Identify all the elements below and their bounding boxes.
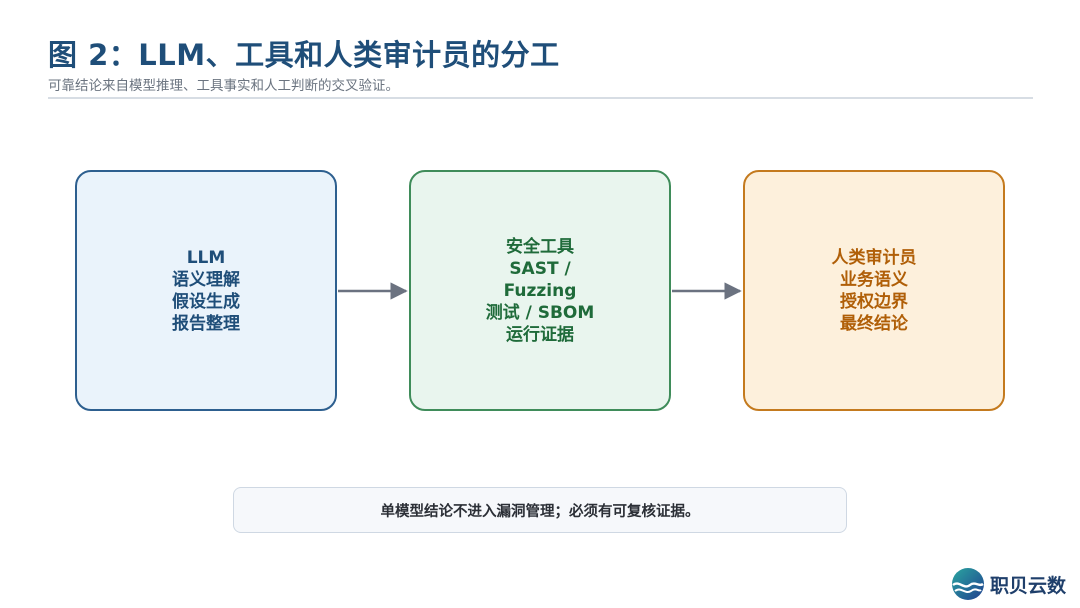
human-box-line: 人类审计员 — [831, 247, 917, 268]
tools-box-line: 安全工具 — [506, 236, 574, 257]
page-title: 图 2：LLM、工具和人类审计员的分工 — [48, 38, 560, 72]
note-box: 单模型结论不进入漏洞管理；必须有可复核证据。 — [233, 487, 847, 533]
human-box-line: 授权边界 — [840, 291, 908, 312]
human-auditor-box: 人类审计员 业务语义 授权边界 最终结论 — [743, 170, 1005, 411]
llm-box-line: 报告整理 — [172, 313, 240, 334]
tools-box-line: Fuzzing — [503, 280, 577, 301]
tools-box-line: 测试 / SBOM — [485, 302, 595, 323]
wave-globe-icon — [952, 568, 984, 600]
tools-box-line: 运行证据 — [506, 324, 574, 345]
brand-logo: 职贝云数 — [950, 565, 1076, 603]
llm-box: LLM 语义理解 假设生成 报告整理 — [75, 170, 337, 411]
llm-box-line: 假设生成 — [172, 291, 240, 312]
human-box-line: 业务语义 — [840, 269, 908, 290]
llm-box-line: LLM — [186, 247, 226, 268]
security-tools-box: 安全工具 SAST / Fuzzing 测试 / SBOM 运行证据 — [409, 170, 671, 411]
header-divider — [48, 97, 1033, 99]
human-box-line: 最终结论 — [840, 313, 908, 334]
page-subtitle: 可靠结论来自模型推理、工具事实和人工判断的交叉验证。 — [48, 78, 399, 94]
tools-box-line: SAST / — [509, 258, 571, 279]
llm-box-line: 语义理解 — [172, 269, 240, 290]
note-text: 单模型结论不进入漏洞管理；必须有可复核证据。 — [380, 503, 700, 520]
brand-name: 职贝云数 — [990, 574, 1067, 597]
